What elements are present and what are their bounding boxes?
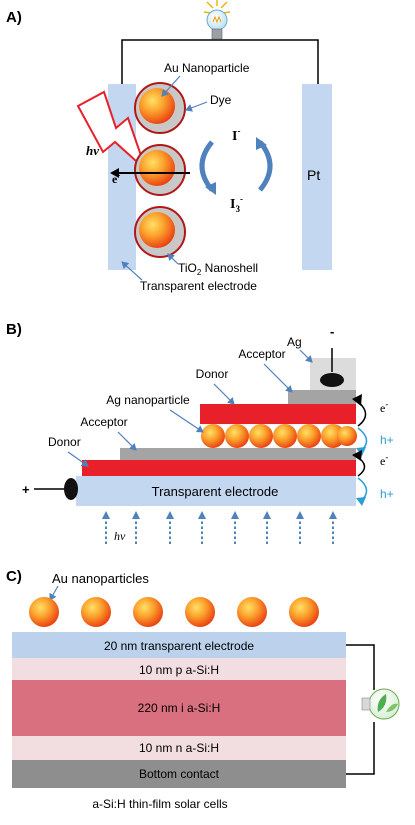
donor-layer-bottom	[82, 460, 356, 476]
acceptor-layer-top	[288, 390, 356, 404]
electron-top-label: e-	[380, 399, 388, 415]
lightning-icon	[76, 90, 147, 171]
layer-p-asi	[12, 658, 346, 680]
circuit-wire	[121, 39, 319, 84]
redox-arrow-left	[199, 140, 214, 192]
ag-nanoparticle-pointer	[169, 409, 204, 433]
hole-top-label: h+	[380, 433, 394, 447]
panel-b: B) - Ag Transparent electrode + Accep	[6, 321, 394, 544]
layer-stack: 20 nm transparent electrode 10 nm p a-Si…	[12, 632, 346, 788]
redox-arrow-right	[258, 140, 273, 192]
electron-bottom-label: e-	[380, 452, 388, 468]
electron-label-a: e-	[112, 170, 120, 186]
eco-bulb-icon	[361, 688, 400, 720]
ag-label: Ag	[287, 335, 302, 349]
electron-arrowhead-top	[352, 394, 362, 406]
iodide-label: I-	[232, 126, 240, 144]
donor-bottom-pointer	[67, 451, 89, 467]
dye-label: Dye	[210, 93, 232, 107]
ag-terminal	[320, 373, 344, 387]
donor-bottom-label: Donor	[48, 435, 81, 449]
redox-arrowhead-left	[205, 182, 216, 195]
plus-label: +	[22, 482, 30, 497]
nanoparticle-top	[134, 82, 186, 134]
ag-nanoparticle-label: Ag nanoparticle	[106, 393, 190, 407]
incoming-light-arrows	[102, 511, 337, 544]
figure-c-caption: a-Si:H thin-film solar cells	[92, 797, 227, 811]
au-nanoparticle-array	[29, 597, 319, 627]
panel-a-label: A)	[6, 9, 22, 26]
au-nanoparticle-pointer	[161, 75, 181, 97]
transparent-electrode-label-a: Transparent electrode	[140, 279, 257, 293]
layer-i-asi-label: 220 nm i a-Si:H	[138, 701, 221, 715]
hole-bottom-label: h+	[380, 487, 394, 501]
donor-layer-top	[200, 404, 356, 424]
ag-nanoparticle-row	[201, 424, 357, 448]
tio2-pointer	[167, 253, 179, 265]
panel-c: C) Au nanoparticles 20 nm transparent el…	[6, 568, 400, 811]
acceptor-bottom-label: Acceptor	[80, 415, 127, 429]
layer-n-asi	[12, 736, 346, 760]
dye-pointer	[185, 101, 208, 112]
hv-label-b: hv	[114, 529, 126, 543]
panel-a: A) Pt Au Nanopa	[6, 0, 332, 293]
acceptor-top-label: Acceptor	[238, 347, 285, 361]
pt-electrode	[302, 84, 332, 270]
acceptor-bottom-pointer	[117, 431, 137, 451]
light-bulb-icon	[203, 0, 231, 40]
layer-transparent-electrode	[12, 632, 346, 658]
ag-pointer	[299, 349, 313, 363]
transparent-electrode-pointer-a	[121, 261, 143, 281]
triiodide-label: I3-	[230, 194, 243, 214]
redox-arrowhead-right	[256, 137, 267, 150]
hole-arrowhead-bottom	[356, 497, 366, 506]
pt-label: Pt	[307, 167, 320, 183]
au-nanoparticle-label: Au Nanoparticle	[164, 61, 250, 75]
left-terminal	[64, 478, 78, 500]
minus-label: -	[330, 324, 334, 339]
layer-p-asi-label: 10 nm p a-Si:H	[139, 663, 219, 677]
layer-transparent-electrode-label: 20 nm transparent electrode	[104, 639, 254, 653]
donor-top-pointer	[213, 383, 235, 405]
circuit-wire-c	[346, 644, 375, 775]
au-nanoparticles-pointer	[49, 585, 59, 601]
hv-label-a: hv	[86, 143, 99, 158]
nanoparticle-middle	[134, 144, 186, 196]
nanoparticle-bottom	[134, 206, 186, 258]
acceptor-layer-bottom	[120, 448, 356, 460]
layer-i-asi	[12, 680, 346, 736]
panel-b-label: B)	[6, 321, 22, 338]
au-nanoparticles-label: Au nanoparticles	[52, 571, 149, 586]
transparent-electrode-b	[76, 476, 356, 506]
donor-top-label: Donor	[196, 367, 229, 381]
electron-arrowhead-bottom	[352, 450, 362, 461]
panel-c-label: C)	[6, 568, 22, 585]
transparent-electrode-label-b: Transparent electrode	[152, 484, 279, 499]
layer-bottom-contact	[12, 760, 346, 788]
acceptor-top-pointer	[263, 363, 293, 393]
layer-bottom-contact-label: Bottom contact	[139, 767, 220, 781]
layer-n-asi-label: 10 nm n a-Si:H	[139, 741, 219, 755]
tio2-nanoshell-label: TiO2 Nanoshell	[178, 261, 258, 277]
